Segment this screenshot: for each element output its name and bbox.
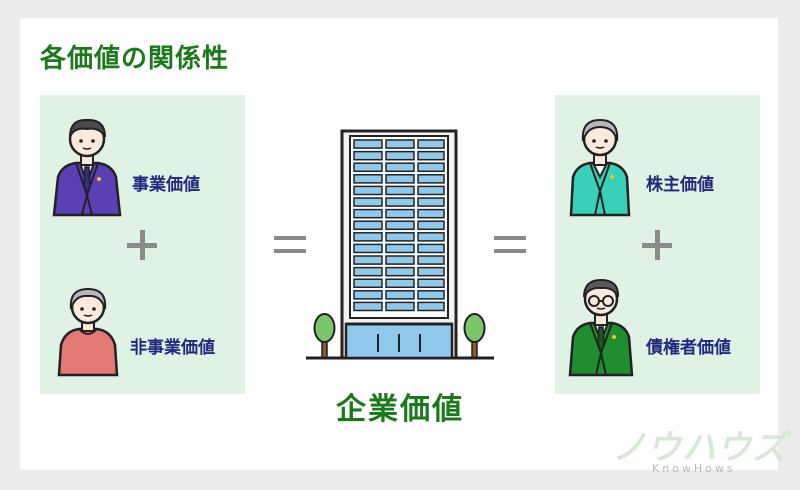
building-window xyxy=(417,266,445,277)
building-window xyxy=(353,232,383,242)
building-window xyxy=(353,208,383,219)
business-value-label: 事業価値 xyxy=(132,175,200,195)
knowhows-logo: ノウハウズ KnowHows xyxy=(612,420,792,480)
building-window xyxy=(385,174,415,184)
woman-red-sweater-icon xyxy=(57,287,119,377)
equals-operator-right xyxy=(494,236,526,254)
building-window xyxy=(353,185,383,196)
non-business-value-label: 非事業価値 xyxy=(130,338,215,358)
building-window xyxy=(417,301,445,312)
plus-operator-right xyxy=(642,230,672,260)
building-window xyxy=(353,278,383,289)
creditor-value-label: 債権者価値 xyxy=(646,338,731,358)
building-window xyxy=(417,185,445,196)
plus-operator-left xyxy=(127,230,157,260)
building-window xyxy=(353,139,383,149)
building-window xyxy=(417,162,445,173)
building-window xyxy=(353,220,383,231)
building-window xyxy=(385,232,415,242)
building-window xyxy=(385,266,415,277)
enterprise-value-label: 企業価値 xyxy=(336,392,464,427)
building-window xyxy=(353,266,383,277)
building-window xyxy=(385,185,415,196)
building-window xyxy=(385,290,415,300)
building-window xyxy=(417,290,445,300)
building-window xyxy=(417,255,445,265)
building-window xyxy=(385,255,415,265)
building-window xyxy=(385,139,415,149)
shareholder-value-label: 株主価値 xyxy=(646,175,714,195)
building-window xyxy=(385,208,415,219)
building-window xyxy=(353,301,383,312)
building-window xyxy=(385,150,415,161)
businessman-green-glasses-icon xyxy=(568,278,634,377)
building-window xyxy=(385,301,415,312)
building-window xyxy=(417,232,445,242)
building-window xyxy=(417,174,445,184)
building-window xyxy=(353,290,383,300)
building-window xyxy=(353,174,383,184)
building-window xyxy=(353,255,383,265)
building-window xyxy=(385,162,415,173)
knowhows-logo-sub: KnowHows xyxy=(652,462,736,475)
building-window xyxy=(417,150,445,161)
building-window xyxy=(417,208,445,219)
building-window xyxy=(417,220,445,231)
building-window xyxy=(353,150,383,161)
building-window xyxy=(417,243,445,254)
equals-operator-left xyxy=(274,236,306,254)
knowhows-logo-main: ノウハウズ xyxy=(612,428,787,468)
businesswoman-teal-icon xyxy=(569,118,631,217)
building-window xyxy=(417,139,445,149)
building-window xyxy=(417,197,445,207)
building-window xyxy=(385,243,415,254)
diagram-title: 各価値の関係性 xyxy=(40,44,230,74)
building-window xyxy=(353,197,383,207)
businessman-purple-icon xyxy=(52,118,122,217)
building-window xyxy=(385,197,415,207)
building-window xyxy=(385,220,415,231)
building-window xyxy=(385,278,415,289)
building-window xyxy=(353,162,383,173)
office-building-icon xyxy=(306,129,494,360)
building-window xyxy=(353,243,383,254)
building-window xyxy=(417,278,445,289)
building-window-rows xyxy=(353,139,445,312)
